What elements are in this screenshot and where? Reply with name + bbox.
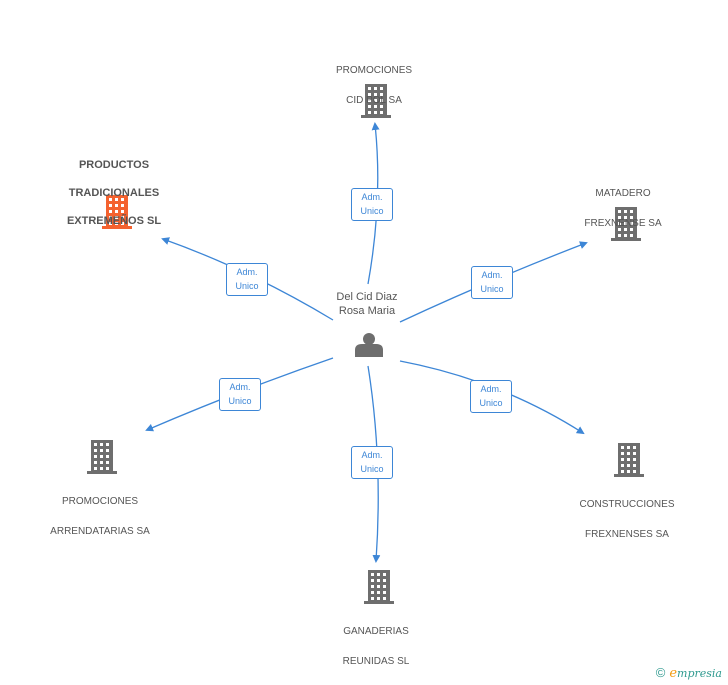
person-icon bbox=[355, 333, 383, 357]
relation-label-construcciones-frexnenses: Adm. Unico bbox=[470, 380, 512, 413]
company-name-line: TRADICIONALES bbox=[68, 187, 160, 199]
relation-role: Adm. bbox=[480, 384, 502, 394]
relation-type: Unico bbox=[360, 464, 384, 474]
company-label-construcciones-frexnenses[interactable]: CONSTRUCCIONES FREXNENSES SA bbox=[547, 482, 707, 557]
building-icon-ganaderias-reunidas bbox=[364, 570, 394, 604]
company-label-promociones-arrendatarias[interactable]: PROMOCIONES ARRENDATARIAS SA bbox=[20, 479, 180, 554]
company-label-ganaderias-reunidas[interactable]: GANADERIAS REUNIDAS SL bbox=[296, 609, 456, 684]
brand-logo-text: mpresia bbox=[677, 667, 722, 680]
company-name-line: ARRENDATARIAS SA bbox=[50, 526, 150, 537]
relation-label-promociones-cid-pol: Adm. Unico bbox=[351, 188, 393, 221]
relation-role: Adm. bbox=[229, 382, 251, 392]
company-name-line: CONSTRUCCIONES bbox=[579, 499, 675, 510]
company-name-line: PRODUCTOS bbox=[78, 159, 150, 171]
company-label-matadero-frexnense[interactable]: MATADERO FREXNENSE SA bbox=[543, 171, 703, 246]
company-name-line: PROMOCIONES bbox=[61, 496, 139, 507]
relation-label-ganaderias-reunidas: Adm. Unico bbox=[351, 446, 393, 479]
company-name-line: FREXNENSE SA bbox=[584, 218, 662, 229]
company-name-line: CID POL SA bbox=[346, 95, 402, 106]
building-icon-promociones-cid-pol bbox=[361, 84, 391, 118]
brand-logo-initial: e bbox=[669, 666, 678, 681]
building-icon-productos-tradicionales bbox=[102, 195, 132, 229]
person-name-line-1: Del Cid Diaz bbox=[336, 291, 398, 303]
relation-role: Adm. bbox=[361, 192, 383, 202]
company-name-line: EXTREMEÑOS SL bbox=[66, 215, 162, 227]
building-icon-promociones-arrendatarias bbox=[87, 440, 117, 474]
relation-label-matadero-frexnense: Adm. Unico bbox=[471, 266, 513, 299]
person-name[interactable]: Del Cid Diaz Rosa Maria bbox=[297, 290, 437, 318]
relation-type: Unico bbox=[235, 281, 259, 291]
relation-role: Adm. bbox=[236, 267, 258, 277]
company-name-line: GANADERIAS bbox=[343, 626, 409, 637]
company-name-line: PROMOCIONES bbox=[335, 65, 413, 76]
relation-label-productos-tradicionales: Adm. Unico bbox=[226, 263, 268, 296]
relation-role: Adm. bbox=[361, 450, 383, 460]
relation-type: Unico bbox=[480, 284, 504, 294]
relation-role: Adm. bbox=[481, 270, 503, 280]
relation-type: Unico bbox=[479, 398, 503, 408]
company-name-line: REUNIDAS SL bbox=[342, 656, 410, 667]
relation-type: Unico bbox=[228, 396, 252, 406]
company-name-line: FREXNENSES SA bbox=[585, 529, 669, 540]
relation-type: Unico bbox=[360, 206, 384, 216]
company-label-productos-tradicionales[interactable]: PRODUCTOS TRADICIONALES EXTREMEÑOS SL bbox=[34, 144, 194, 242]
company-label-promociones-cid-pol[interactable]: PROMOCIONES CID POL SA bbox=[294, 48, 454, 123]
brand-footer[interactable]: ©empresia bbox=[656, 665, 722, 681]
relation-label-promociones-arrendatarias: Adm. Unico bbox=[219, 378, 261, 411]
building-icon-matadero-frexnense bbox=[611, 207, 641, 241]
company-name-line: MATADERO bbox=[595, 188, 651, 199]
building-icon-construcciones-frexnenses bbox=[614, 443, 644, 477]
person-name-line-2: Rosa Maria bbox=[338, 305, 396, 317]
copyright-icon: © bbox=[655, 665, 666, 680]
